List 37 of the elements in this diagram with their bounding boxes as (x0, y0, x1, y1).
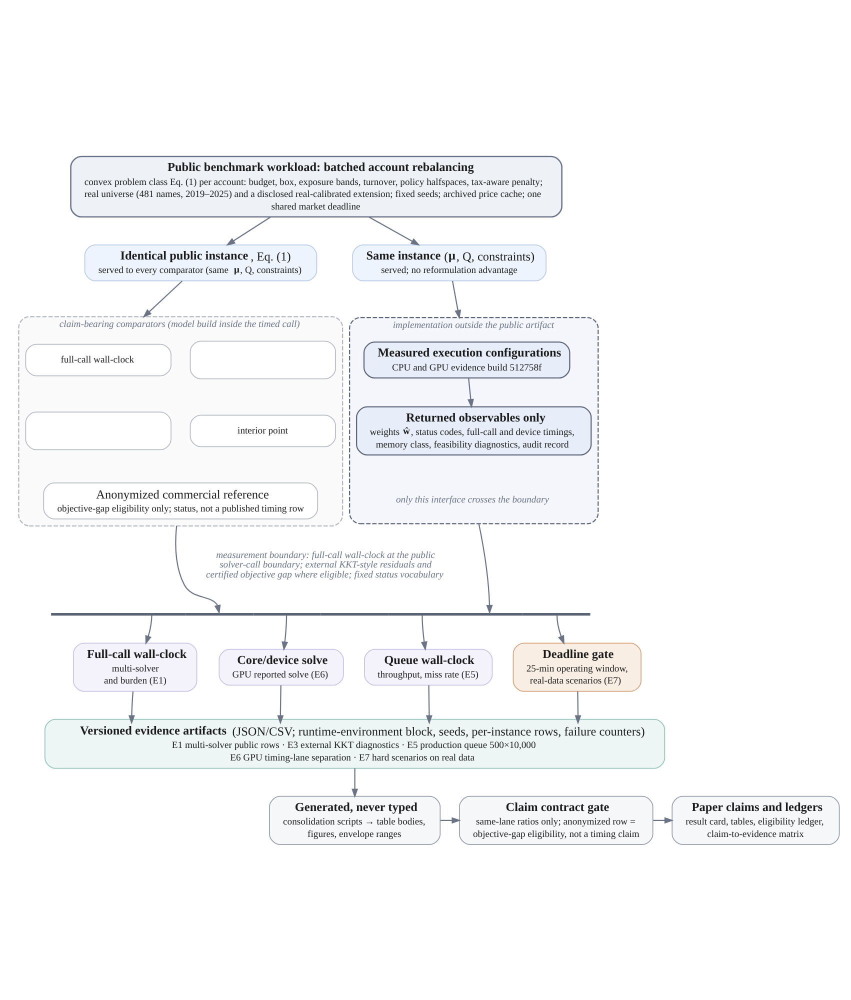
node-box (25, 411, 172, 450)
arrow (420, 614, 428, 650)
arrow (478, 523, 493, 614)
node-box (190, 340, 336, 379)
arrow (352, 768, 358, 798)
node-box: full-call wall-clock (25, 343, 172, 376)
node-label: measurement boundary: full-call wall-clock at the public solver-call boundary; external KKT-style residuals and certified objective gap where eligible; fixed status vocabulary (206, 550, 444, 580)
arrow (574, 691, 582, 724)
arrow (368, 216, 420, 246)
node-box: Anonymized commercial reference objective-gap eligibility only; status, not a published timing row (43, 482, 318, 519)
node-box: Same instance (μ, Q, constraints) served; no reformulation advantage (352, 244, 547, 281)
arrow (282, 614, 288, 650)
arrow (175, 525, 221, 614)
node-box: Generated, never typed consolidation scripts → table bodies, figures, envelope ranges (269, 795, 441, 844)
arrow (653, 816, 674, 824)
arrow (142, 280, 183, 318)
arrow (556, 614, 564, 644)
node-box: Deadline gate 25-min operating window, real-data scenarios (E7) (512, 642, 642, 692)
node-box: Returned observables only weights ŵ, status codes, full-call and device timings, memory class, feasibility diagnostics, audit record (356, 406, 592, 456)
arrow (128, 690, 135, 724)
node-box: Core/device solve GPU reported solve (E6) (218, 648, 344, 686)
node-box: Queue wall-clock throughput, miss rate (E5) (364, 648, 493, 686)
arrow (277, 684, 284, 724)
node-box: Identical public instance, Eq. (1) served to every comparator (same μ, Q, constraints) (84, 244, 318, 281)
arrow (226, 216, 271, 246)
arrow (440, 816, 461, 824)
node-box: Full-call wall-clock multi-solver and burden (E1) (72, 642, 198, 692)
node-box: Measured execution configurations CPU and GPU evidence build 512758f (363, 341, 570, 378)
node-box: Paper claims and ledgers result card, tables, eligibility ledger, claim-to-evidence matrix (672, 795, 840, 844)
node-box: Versioned evidence artifacts (JSON/CSV; runtime-environment block, seeds, per-instance rows, failure counters) E1 multi-solver public rows · E3 external KKT diagnostics · E5 production queue 500×10,000 E6 GPU timing-lane separation · E7 hard scenarios on real data (44, 718, 666, 768)
node-box: Claim contract gate same-lane ratios only; anonymized row = objective-gap eligibility, not a timing claim (458, 795, 654, 844)
node-box: Public benchmark workload: batched account rebalancing convex problem class Eq. (1) per account: budget, box, exposure bands, turnover, policy halfspaces, tax-aware penalty; real universe (481 names, 2019–2025) and a disclosed real-calibrated extension; fixed seeds; archived price cache; one shared market deadline (70, 155, 562, 218)
node-box: interior point (190, 414, 336, 447)
arrow (467, 377, 474, 408)
arrow (452, 280, 462, 319)
arrow (145, 614, 152, 644)
arrow (426, 684, 432, 724)
